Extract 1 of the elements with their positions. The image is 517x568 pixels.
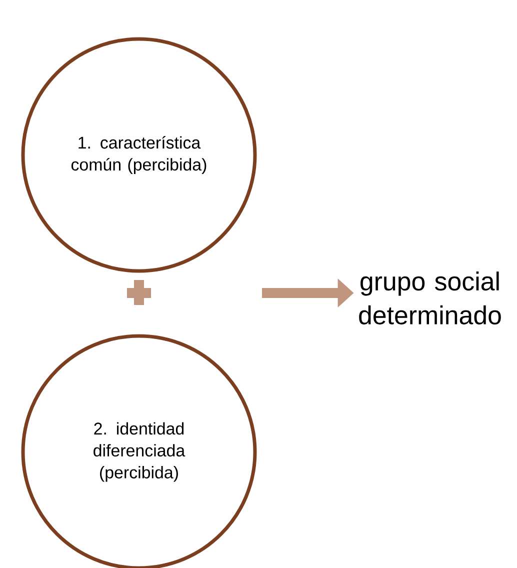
text-label: grupo social determinado (359, 272, 501, 324)
